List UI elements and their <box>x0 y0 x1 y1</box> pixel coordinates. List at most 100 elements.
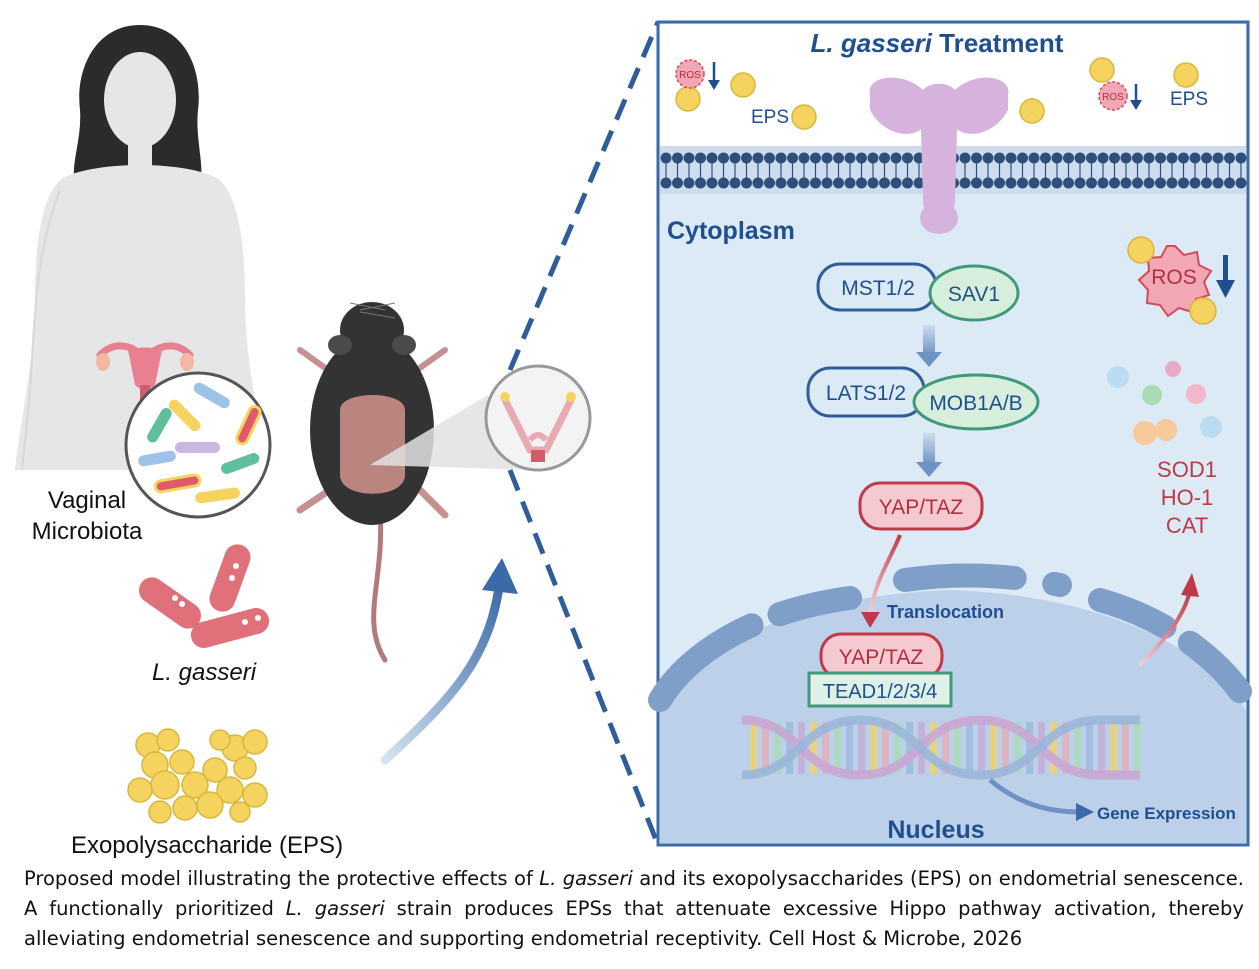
lipid-head <box>718 152 729 164</box>
dna-rung <box>762 722 769 774</box>
lipid-head <box>902 177 913 189</box>
eps-label-right: EPS <box>1170 89 1208 110</box>
lipid-head <box>1097 177 1109 189</box>
dna-rung <box>774 722 781 774</box>
lipid-head <box>1224 177 1235 189</box>
lipid-head <box>695 152 706 164</box>
dna-rung <box>1110 722 1117 774</box>
sav-node: SAV1 <box>928 264 1020 322</box>
translocation-arrow <box>861 534 902 628</box>
zoom-dash-bottom <box>507 469 661 846</box>
lipid-head <box>1097 152 1109 164</box>
lats-node: LATS1/2 <box>806 366 926 418</box>
cytoplasm-label: Cytoplasm <box>667 217 795 245</box>
gene-expression-arrow <box>988 778 1094 821</box>
lipid-head <box>1189 152 1201 164</box>
lipid-head <box>1040 152 1051 164</box>
mst-label: MST1/2 <box>841 277 915 300</box>
lipid-head <box>890 177 902 189</box>
lipid-head <box>1189 177 1201 189</box>
dna-rung <box>870 722 877 774</box>
ros-badge-small-left: ROS <box>675 59 720 90</box>
lipid-head <box>1109 177 1120 189</box>
lipid-head <box>879 177 890 189</box>
dna-rung <box>810 722 817 774</box>
dna-rung <box>930 722 937 774</box>
lipid-head <box>1063 177 1074 189</box>
panel-title-rest: Treatment <box>932 28 1064 58</box>
lipid-head <box>660 177 672 189</box>
dna-rung <box>1026 722 1033 774</box>
nucleus-label: Nucleus <box>887 816 984 844</box>
lipid-head <box>1051 152 1063 164</box>
translocation-label: Translocation <box>887 602 1004 622</box>
lipid-head <box>821 152 833 164</box>
vaginal-microbiota-label-line1: Vaginal <box>48 487 126 514</box>
lipid-head <box>741 152 752 164</box>
dna-rung <box>1074 722 1081 774</box>
lipid-head <box>867 177 879 189</box>
antioxidant-molecules <box>1107 361 1222 445</box>
dna-rung <box>846 722 853 774</box>
lipid-head <box>1120 152 1132 164</box>
l-gasseri-bacteria-icon <box>138 544 270 648</box>
yap-taz-node-nucleus: YAP/TAZ <box>819 632 944 680</box>
lipid-head <box>1235 177 1247 189</box>
lipid-head <box>695 177 706 189</box>
lipid-head <box>672 177 683 189</box>
lipid-head <box>810 177 821 189</box>
lipid-head <box>994 177 1005 189</box>
lipid-head <box>1109 152 1120 164</box>
pathway-arrow-2 <box>916 433 942 477</box>
lats-label: LATS1/2 <box>826 382 906 405</box>
lipid-head <box>764 177 775 189</box>
lipid-head <box>833 177 844 189</box>
dna-rung <box>966 722 973 774</box>
lipid-head <box>810 152 821 164</box>
dna-rung <box>990 722 997 774</box>
yap-taz-label: YAP/TAZ <box>839 646 924 669</box>
dna-rung <box>1050 722 1057 774</box>
lipid-head <box>1235 152 1247 164</box>
eps-cluster-icon <box>127 728 268 824</box>
zoom-dash-top <box>507 21 661 371</box>
dna-rung <box>1122 722 1129 774</box>
lipid-head <box>1086 177 1097 189</box>
lipid-head <box>683 152 695 164</box>
lipid-head <box>1201 152 1212 164</box>
yap-taz-node-cytoplasm: YAP/TAZ <box>858 481 984 531</box>
lipid-head <box>971 177 982 189</box>
lipid-head <box>1005 152 1017 164</box>
treatment-arrow <box>380 558 518 765</box>
lipid-head <box>672 152 683 164</box>
figure: Vaginal Microbiota L. gasseri Exopolysac… <box>15 20 1258 859</box>
sav-label: SAV1 <box>948 283 1000 306</box>
antioxidant-cat: CAT <box>1166 513 1208 538</box>
lipid-head <box>844 177 856 189</box>
lipid-head <box>1051 177 1063 189</box>
dna-rung <box>1014 722 1021 774</box>
lipid-head <box>1028 152 1040 164</box>
lipid-head <box>982 152 994 164</box>
dna-rung <box>786 722 793 774</box>
dna-rung <box>1062 722 1069 774</box>
lipid-head <box>1132 152 1143 164</box>
dna-rung <box>858 722 865 774</box>
lipid-head <box>1155 152 1166 164</box>
lipid-head <box>821 177 833 189</box>
dna-rung <box>1002 722 1009 774</box>
lipid-head <box>982 177 994 189</box>
pathway-arrow-1 <box>916 325 942 367</box>
lipid-head <box>890 152 902 164</box>
lipid-head <box>833 152 844 164</box>
eps-particles <box>675 57 1199 130</box>
gene-expression-label: Gene Expression <box>1097 804 1236 823</box>
caption-italic2: L. gasseri <box>285 897 385 920</box>
dna-rung <box>906 722 913 774</box>
lipid-head <box>718 177 729 189</box>
lipid-head <box>764 152 775 164</box>
yap-taz-label: YAP/TAZ <box>879 496 964 519</box>
lipid-head <box>971 152 982 164</box>
lipid-head <box>798 177 810 189</box>
panel-title: L. gasseri Treatment <box>811 28 1064 58</box>
